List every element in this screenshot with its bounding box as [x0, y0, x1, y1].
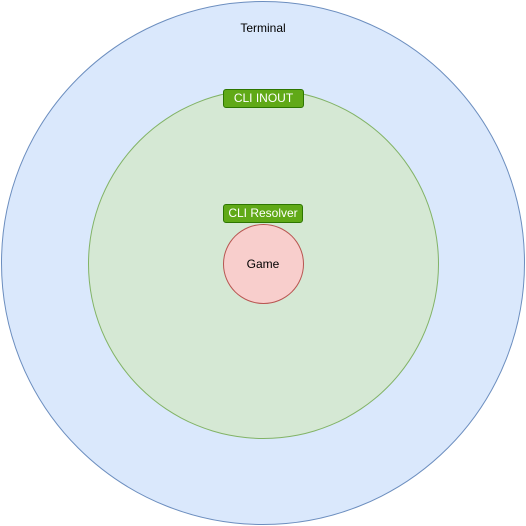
cli-resolver-tag: CLI Resolver — [223, 204, 303, 223]
terminal-label: Terminal — [240, 21, 286, 35]
game-label: Game — [246, 257, 280, 271]
cli-inout-tag: CLI INOUT — [223, 89, 304, 108]
game-layer — [223, 224, 304, 304]
